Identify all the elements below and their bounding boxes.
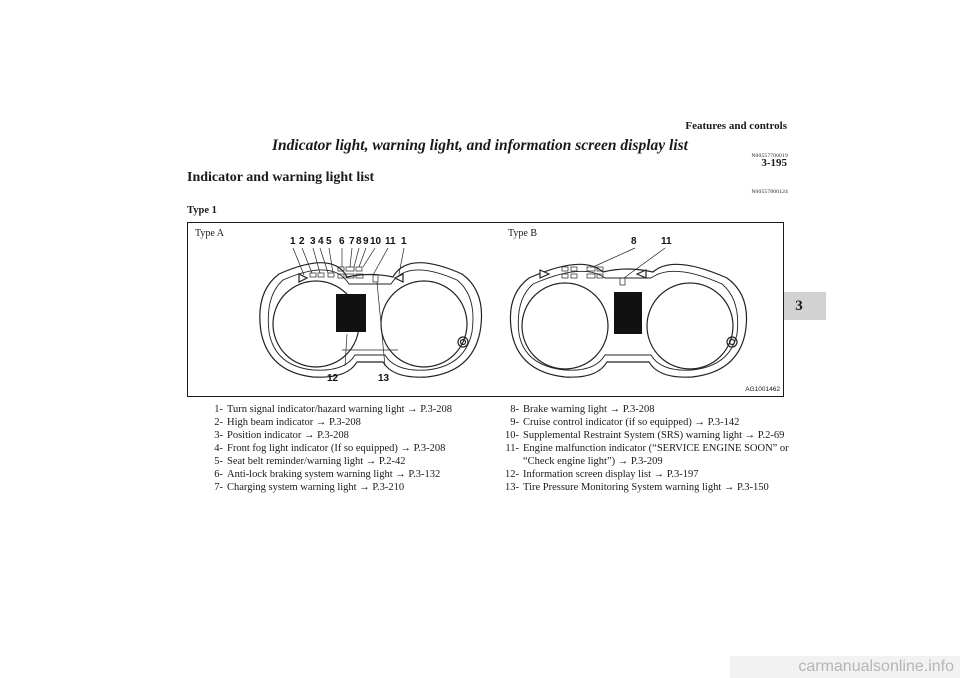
svg-text:11: 11: [385, 236, 396, 247]
indicator-list-left: 1-Turn signal indicator/hazard warning l…: [197, 403, 487, 494]
callouts-type-b: 8 11: [631, 236, 672, 247]
svg-text:12: 12: [327, 373, 339, 384]
svg-text:3: 3: [310, 236, 316, 247]
svg-text:1: 1: [290, 236, 296, 247]
instrument-cluster-figure: [187, 222, 784, 397]
type-b-label: Type B: [508, 228, 538, 239]
type-label: Type 1: [187, 205, 217, 216]
list-item: 11-Engine malfunction indicator (“SERVIC…: [505, 443, 789, 467]
svg-text:4: 4: [318, 236, 324, 247]
svg-text:8: 8: [631, 236, 637, 247]
watermark: carmanualsonline.info: [730, 656, 960, 678]
type-a-label: Type A: [195, 228, 225, 239]
list-item: 7-Charging system warning light → P.3-21…: [214, 482, 405, 493]
section-header: Features and controls: [685, 120, 787, 132]
svg-text:7: 7: [349, 236, 355, 247]
svg-text:2: 2: [299, 236, 305, 247]
svg-text:9: 9: [363, 236, 369, 247]
callouts-type-a: 1 2 3 4 5 6 7 8 9 10 11 1 12 13: [290, 236, 407, 384]
subtitle-code: N00557800124: [751, 189, 788, 195]
cluster-type-a: [259, 247, 483, 378]
indicator-list-right: 8-Brake warning light → P.3-208 9-Cruise…: [493, 403, 793, 494]
svg-text:10: 10: [370, 236, 382, 247]
page-number: 3-195: [761, 157, 787, 169]
svg-text:11: 11: [661, 236, 672, 247]
list-item: 5-Seat belt reminder/warning light → P.2…: [214, 456, 406, 467]
title-code: N00557700019: [751, 153, 788, 159]
list-item: 12-Information screen display list → P.3…: [505, 469, 699, 480]
page-title: Indicator light, warning light, and info…: [271, 137, 688, 154]
list-item: 9-Cruise control indicator (if so equipp…: [510, 417, 740, 428]
list-item: 1-Turn signal indicator/hazard warning l…: [214, 404, 453, 415]
svg-text:5: 5: [326, 236, 332, 247]
svg-text:1: 1: [401, 236, 407, 247]
svg-text:8: 8: [356, 236, 362, 247]
list-item: 13-Tire Pressure Monitoring System warni…: [505, 482, 769, 493]
list-item: 2-High beam indicator → P.3-208: [214, 417, 361, 428]
instrument-cluster-diagram: 1 2 3 4 5 6 7 8 9 10 11 1 12 13: [259, 236, 748, 384]
list-item: 8-Brake warning light → P.3-208: [510, 404, 655, 415]
list-item: 10-Supplemental Restraint System (SRS) w…: [505, 430, 785, 441]
list-item: 4-Front fog light indicator (If so equip…: [214, 443, 446, 454]
figure-code: AG1001462: [745, 386, 780, 393]
svg-text:13: 13: [378, 373, 390, 384]
cluster-type-b: [509, 247, 748, 378]
list-item: 3-Position indicator → P.3-208: [214, 430, 349, 441]
list-item: 6-Anti-lock braking system warning light…: [214, 469, 441, 480]
section-subtitle: Indicator and warning light list: [187, 170, 375, 185]
svg-text:6: 6: [339, 236, 345, 247]
